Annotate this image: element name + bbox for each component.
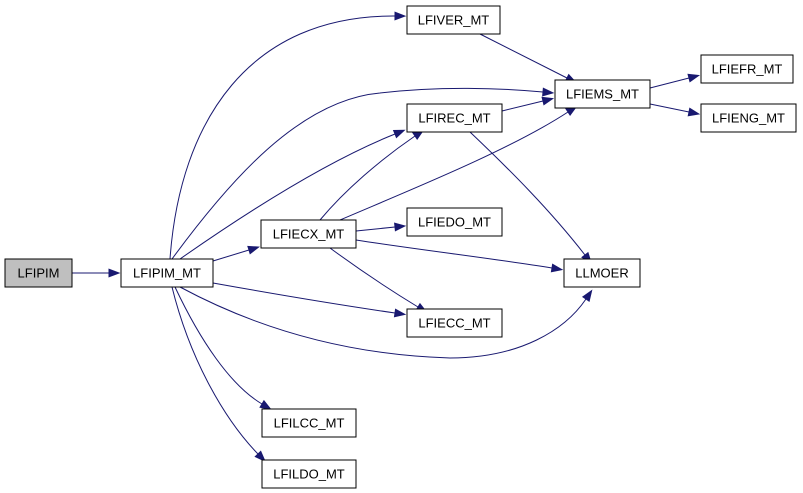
node-box[interactable] bbox=[563, 258, 641, 288]
edge-lfiems_mt-to-lfiefr_mt bbox=[649, 73, 701, 89]
node-label: LFIECC_MT bbox=[418, 316, 490, 331]
edge-lfiver_mt-to-lfiems_mt bbox=[479, 33, 578, 84]
edge-line bbox=[649, 103, 690, 113]
node-lfiefr-mt[interactable]: LFIEFR_MT bbox=[700, 54, 794, 84]
edge-line bbox=[339, 111, 569, 221]
node-lfiecc-mt[interactable]: LFIECC_MT bbox=[406, 308, 503, 338]
edge-line bbox=[169, 15, 396, 260]
node-lfiems-mt[interactable]: LFIEMS_MT bbox=[554, 79, 651, 109]
edge-line bbox=[329, 247, 419, 308]
edge-lfipim_mt-to-lfiecc_mt bbox=[212, 282, 407, 318]
node-box[interactable] bbox=[700, 103, 797, 133]
node-lfipim[interactable]: LFIPIM bbox=[4, 258, 73, 288]
edge-lfipim_mt-to-lfirec_mt bbox=[179, 129, 406, 260]
node-label: LFIEDO_MT bbox=[418, 215, 491, 230]
edge-lfipim_mt-to-lfiecx_mt bbox=[212, 245, 260, 262]
arrowhead bbox=[542, 87, 555, 97]
edge-lfiems_mt-to-lfieng_mt bbox=[649, 103, 701, 117]
node-lfiver-mt[interactable]: LFIVER_MT bbox=[406, 5, 501, 35]
edge-lfiecx_mt-to-llmoer bbox=[355, 239, 564, 273]
edge-line bbox=[179, 286, 587, 359]
node-label: LFIREC_MT bbox=[418, 111, 490, 126]
node-lfieng-mt[interactable]: LFIENG_MT bbox=[700, 103, 797, 133]
node-box[interactable] bbox=[4, 258, 73, 288]
node-lfilcc-mt[interactable]: LFILCC_MT bbox=[261, 408, 357, 438]
node-lfirec-mt[interactable]: LFIREC_MT bbox=[406, 103, 503, 133]
arrowhead bbox=[687, 107, 701, 117]
node-label: LLMOER bbox=[575, 266, 628, 281]
node-lfildo-mt[interactable]: LFILDO_MT bbox=[261, 459, 357, 489]
node-lfipim-mt[interactable]: LFIPIM_MT bbox=[120, 258, 214, 288]
arrowhead bbox=[247, 245, 260, 255]
arrowhead bbox=[581, 289, 593, 302]
node-box[interactable] bbox=[554, 79, 651, 109]
edge-lfipim_mt-to-lfiver_mt bbox=[169, 11, 407, 260]
edge-lfipim-to-lfipim_mt bbox=[72, 268, 121, 278]
node-box[interactable] bbox=[406, 5, 501, 35]
edge-lfiecx_mt-to-lfiecc_mt bbox=[329, 247, 428, 313]
arrowhead bbox=[394, 222, 407, 232]
node-box[interactable] bbox=[700, 54, 794, 84]
edge-line bbox=[171, 286, 259, 455]
edge-lfipim_mt-to-lfilcc_mt bbox=[174, 286, 272, 410]
node-label: LFILCC_MT bbox=[274, 416, 345, 431]
edge-line bbox=[479, 33, 568, 79]
node-label: LFIENG_MT bbox=[712, 111, 785, 126]
edge-line bbox=[212, 282, 396, 314]
node-box[interactable] bbox=[406, 103, 503, 133]
edge-line bbox=[174, 286, 263, 405]
edge-line bbox=[501, 100, 544, 112]
node-label: LFIPIM_MT bbox=[133, 266, 201, 281]
arrowhead bbox=[394, 11, 407, 21]
edge-lfiecx_mt-to-lfiedo_mt bbox=[355, 222, 407, 232]
nodes-layer: LFIPIM LFIPIM_MT LFIVER_MT LFIEMS_MT LFIEFR_… bbox=[4, 5, 797, 489]
arrowhead bbox=[259, 399, 272, 410]
node-label: LFILDO_MT bbox=[273, 467, 345, 482]
node-box[interactable] bbox=[120, 258, 214, 288]
edge-line bbox=[319, 135, 416, 221]
node-label: LFIVER_MT bbox=[418, 13, 490, 28]
node-llmoer[interactable]: LLMOER bbox=[563, 258, 641, 288]
edge-line bbox=[171, 87, 544, 260]
arrowhead bbox=[393, 308, 407, 318]
edges-layer bbox=[72, 11, 701, 463]
edge-line bbox=[469, 131, 586, 256]
arrowhead bbox=[550, 263, 564, 273]
node-box[interactable] bbox=[406, 207, 503, 237]
arrowhead bbox=[687, 73, 701, 83]
edge-line bbox=[179, 133, 396, 260]
node-box[interactable] bbox=[260, 219, 357, 249]
arrowhead bbox=[392, 129, 406, 139]
node-box[interactable] bbox=[406, 308, 503, 338]
edge-lfirec_mt-to-llmoer bbox=[469, 131, 593, 265]
edge-lfipim_mt-to-llmoer bbox=[179, 286, 593, 359]
edge-lfipim_mt-to-lfildo_mt bbox=[171, 286, 266, 463]
node-label: LFIECX_MT bbox=[273, 227, 345, 242]
node-label: LFIEFR_MT bbox=[712, 62, 783, 77]
arrowhead bbox=[108, 268, 121, 278]
arrowhead bbox=[541, 96, 555, 106]
edge-line bbox=[649, 77, 690, 89]
arrowhead bbox=[254, 450, 266, 463]
node-lfiedo-mt[interactable]: LFIEDO_MT bbox=[406, 207, 503, 237]
node-label: LFIEMS_MT bbox=[566, 87, 639, 102]
edge-lfirec_mt-to-lfiems_mt bbox=[501, 96, 555, 112]
node-lfiecx-mt[interactable]: LFIECX_MT bbox=[260, 219, 357, 249]
node-box[interactable] bbox=[261, 408, 357, 438]
edge-lfipim_mt-to-lfiems_mt bbox=[171, 87, 555, 260]
edge-line bbox=[355, 239, 553, 269]
edge-line bbox=[355, 226, 396, 232]
edge-line bbox=[212, 249, 250, 262]
node-label: LFIPIM bbox=[18, 266, 60, 281]
node-box[interactable] bbox=[261, 459, 357, 489]
